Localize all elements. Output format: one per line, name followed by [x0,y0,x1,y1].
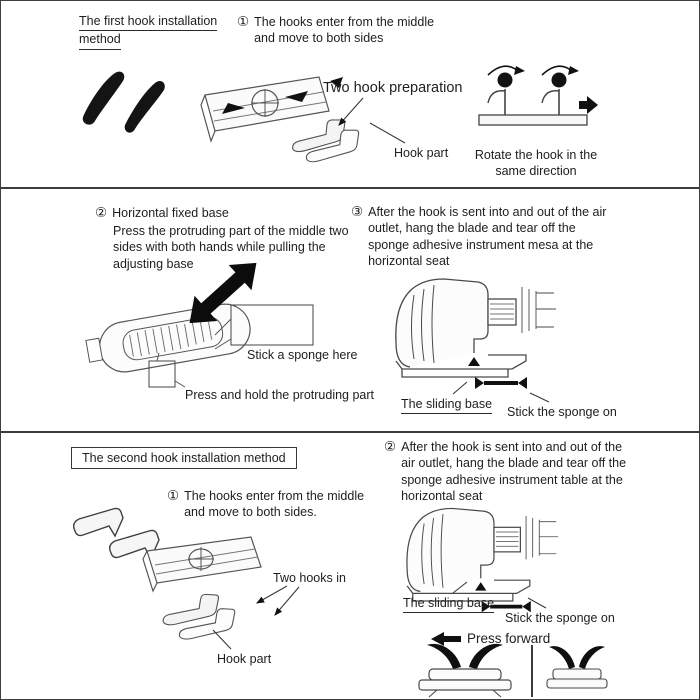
two-hook-preparation-label: Two hook preparation [323,80,463,96]
hook-part-leader [369,122,406,144]
step-3-number: ③ [351,204,364,219]
step-1-text-2: The hooks enter from the middle and move… [184,489,365,520]
step-2-text-2: After the hook is sent into and out of t… [401,440,627,503]
hook-parts-illustration-2 [162,593,236,640]
press-forward-label: Press forward [467,631,551,646]
outward-arrow-icon [330,77,343,88]
stick-sponge-on-label-2: Stick the sponge on [505,611,615,625]
hook-part-label-2: Hook part [217,652,272,666]
step-1-text: The hooks enter from the middle and move… [254,15,435,46]
protruding-callout-box [148,360,176,388]
section-divider-1 [1,187,699,189]
step-3-first-method: ③ After the hook is sent into and out of… [351,204,620,269]
fixed-base-illustration [85,262,314,388]
press-forward-arrow-icon [431,632,461,646]
press-hold-label: Press and hold the protruding part [185,388,375,402]
press-down-arrow-icon [468,357,480,366]
step-2-number-2: ② [384,439,397,454]
sponge-on-leader [529,392,550,403]
second-method-title: The second hook installation method [71,447,297,469]
hook-base-side-illustration [546,646,608,689]
step-3-text: After the hook is sent into and out of t… [368,205,607,268]
first-method-title-line1: The first hook installation [79,13,218,32]
step-1-first-method: ① The hooks enter from the middle and mo… [237,14,441,47]
air-vent-illustration [200,76,343,143]
sponge-callout-box [230,304,314,346]
black-hooks-illustration [82,71,165,133]
bottom-separator-line [531,645,533,697]
device-illustration-2 [406,507,559,613]
rotate-hooks-illustration [478,65,598,126]
hook-base-front-illustration [418,643,512,698]
move-right-arrow-icon [285,91,308,102]
rotate-arrow-icon [514,66,525,75]
stick-sponge-here-label: Stick a sponge here [247,348,358,362]
two-hooks-arrow-2 [274,586,300,616]
hook-part-label: Hook part [394,146,449,160]
step-2-number: ② [95,205,108,220]
device-illustration [395,278,556,389]
step-1-number-2: ① [167,488,180,503]
sliding-base-label-2: The sliding base [403,595,495,614]
section-divider-2 [1,431,699,433]
two-hooks-in-label: Two hooks in [273,571,346,585]
pull-double-arrow-icon [189,262,257,324]
sliding-base-label: The sliding base [401,396,493,415]
rotate-arrow-icon [568,66,579,75]
step-2-second-method: ② After the hook is sent into and out of… [384,439,633,504]
hook-parts-illustration [292,119,360,163]
slide-right-arrow-icon [579,96,598,114]
rotate-hook-label: Rotate the hook in the same direction [474,148,598,179]
first-method-title: The first hook installation method [79,13,218,50]
stick-sponge-on-label: Stick the sponge on [507,405,617,419]
air-vent-illustration-2 [142,536,262,593]
step-2-body: Press the protruding part of the middle … [113,224,349,271]
step-2-title: Horizontal fixed base [112,206,229,220]
move-left-arrow-icon [222,103,245,114]
step-1-number: ① [237,14,250,29]
step-2-heading: ② Horizontal fixed base [95,205,229,221]
first-method-title-line2: method [79,31,121,50]
step-1-second-method: ① The hooks enter from the middle and mo… [167,488,376,521]
second-hooks-illustration [72,507,160,560]
press-down-arrow-icon [475,582,487,591]
